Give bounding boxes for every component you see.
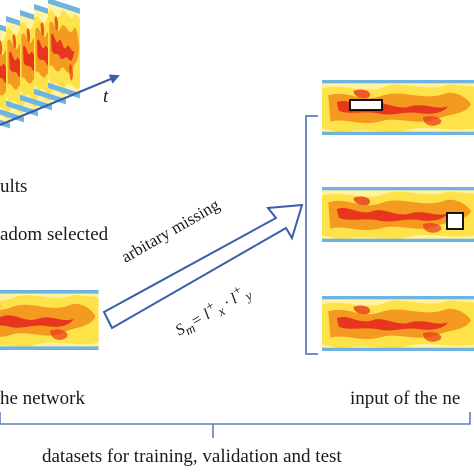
masked-field-1: [322, 80, 474, 135]
right-bracket: [305, 115, 318, 355]
mask-square: [446, 212, 464, 230]
right-caption: input of the ne: [350, 388, 461, 409]
masked-field-3: [322, 296, 474, 351]
left-caption: he network: [0, 388, 85, 409]
process-arrow: [102, 203, 304, 330]
left-flow-field: [0, 290, 99, 350]
random-selected-label: adom selected: [0, 224, 109, 245]
snapshot-frame: [48, 0, 80, 99]
time-axis-label: t: [103, 86, 109, 107]
results-label: ults: [0, 176, 28, 197]
bottom-caption: datasets for training, validation and te…: [42, 446, 342, 467]
mask-rect: [349, 99, 383, 111]
time-axis-arrow: [0, 74, 120, 127]
bottom-bracket: [0, 412, 471, 425]
